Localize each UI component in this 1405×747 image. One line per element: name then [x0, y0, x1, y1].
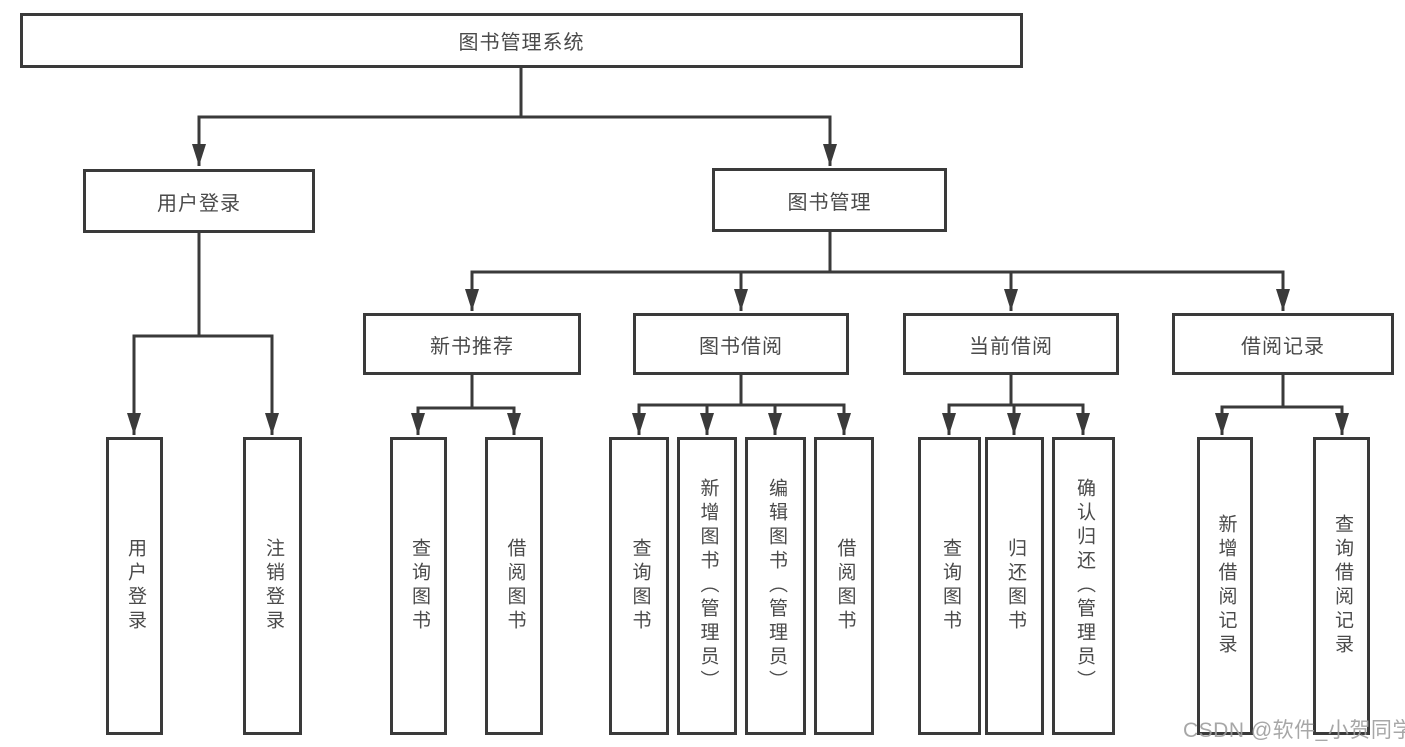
node-query-books-current: 查询图书: [918, 437, 981, 735]
node-label: 图书借阅: [699, 335, 783, 358]
node-borrow-books-recommend: 借阅图书: [485, 437, 543, 735]
connector-user-login-children: [127, 231, 279, 435]
csdn-watermark: CSDN @软件_小贺同学: [1183, 719, 1405, 742]
node-book-borrow: 图书借阅: [633, 313, 849, 375]
node-library-management-system: 图书管理系统: [20, 13, 1023, 68]
node-label: 新增借阅记录: [1215, 514, 1237, 658]
node-label: 查询图书: [629, 538, 651, 634]
node-user-login: 用户登录: [83, 169, 315, 233]
node-borrow-records: 借阅记录: [1172, 313, 1394, 375]
node-edit-book-admin: 编辑图书（管理员）: [745, 437, 806, 735]
node-label: 当前借阅: [969, 335, 1053, 358]
node-query-books-recommend: 查询图书: [390, 437, 447, 735]
connector-new-book-recommend-children: [411, 373, 521, 435]
node-book-management: 图书管理: [712, 168, 947, 232]
node-label: 归还图书: [1004, 538, 1026, 634]
node-add-book-admin: 新增图书（管理员）: [677, 437, 737, 735]
node-label: 新增图书（管理员）: [697, 478, 719, 694]
connector-current-borrow-children: [942, 373, 1090, 435]
node-query-borrow-record: 查询借阅记录: [1313, 437, 1370, 735]
connector-borrow-records-children: [1215, 373, 1349, 435]
node-label: 图书管理: [787, 191, 872, 214]
node-new-book-recommend: 新书推荐: [363, 313, 581, 375]
node-return-book: 归还图书: [985, 437, 1044, 735]
node-logout: 注销登录: [243, 437, 302, 735]
node-label: 用户登录: [157, 192, 241, 215]
node-confirm-return-admin: 确认归还（管理员）: [1052, 437, 1115, 735]
node-label: 借阅记录: [1241, 335, 1325, 358]
node-label: 图书管理系统: [458, 32, 585, 54]
connector-book-borrow-children: [632, 373, 851, 435]
node-current-borrow: 当前借阅: [903, 313, 1119, 375]
node-label: 查询借阅记录: [1331, 514, 1353, 658]
node-label: 用户登录: [124, 538, 146, 634]
node-borrow-books-leaf: 借阅图书: [814, 437, 874, 735]
node-label: 查询图书: [939, 538, 961, 634]
node-label: 确认归还（管理员）: [1073, 478, 1095, 694]
node-label: 新书推荐: [430, 335, 514, 358]
node-label: 注销登录: [262, 538, 284, 634]
node-user-login-leaf: 用户登录: [106, 437, 163, 735]
node-label: 编辑图书（管理员）: [765, 478, 787, 694]
node-label: 查询图书: [408, 538, 430, 634]
node-add-borrow-record: 新增借阅记录: [1197, 437, 1253, 735]
node-label: 借阅图书: [504, 538, 526, 634]
node-query-books-borrow: 查询图书: [609, 437, 669, 735]
connector-book-management-children: [465, 230, 1290, 311]
connector-root-to-level2: [192, 66, 837, 166]
node-label: 借阅图书: [834, 538, 856, 634]
